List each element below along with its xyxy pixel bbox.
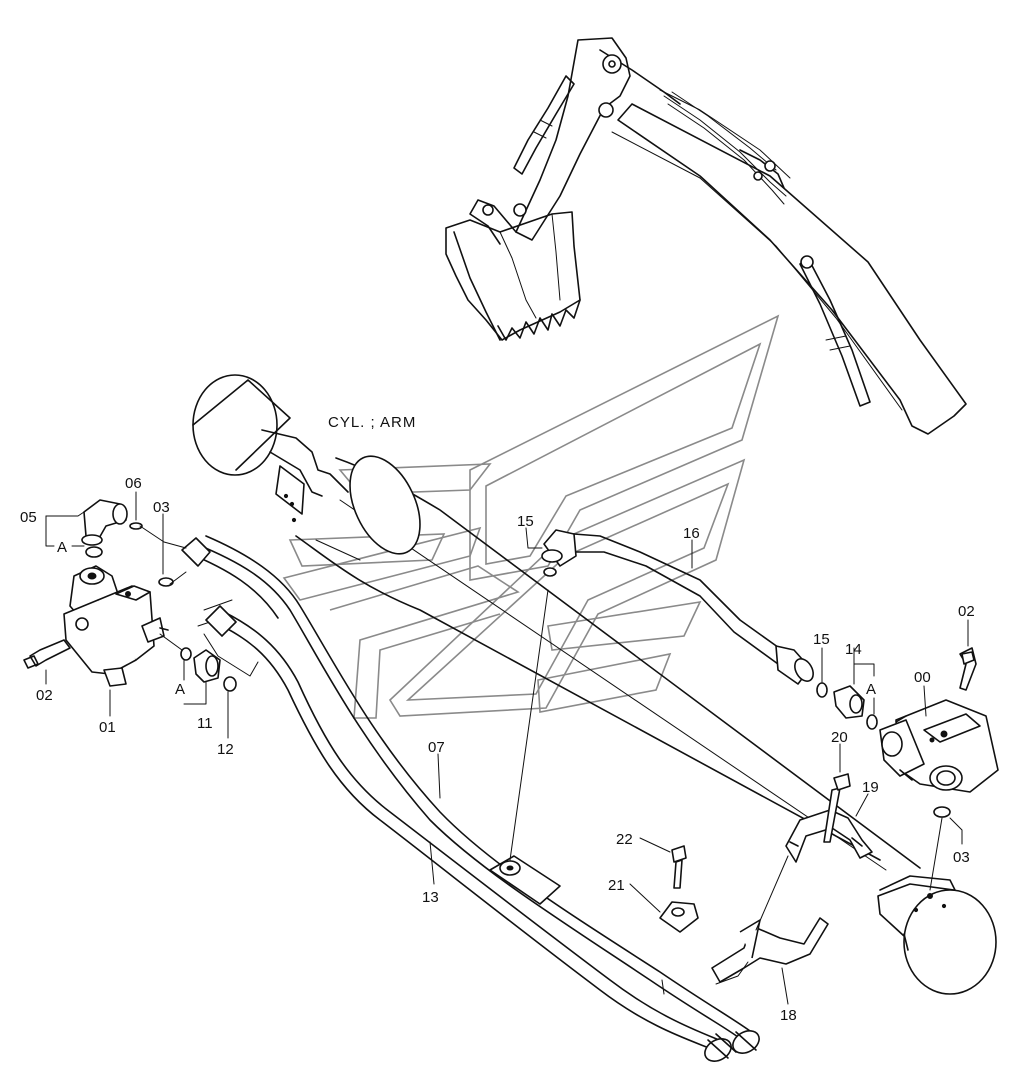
valve-00	[816, 647, 999, 891]
label-15-top: 15	[517, 513, 534, 530]
label-01: 01	[99, 719, 116, 736]
label-a-11: A	[175, 681, 185, 698]
clamp-group	[659, 773, 873, 985]
leader-lines	[45, 491, 969, 1005]
label-02-left: 02	[36, 687, 53, 704]
label-21: 21	[608, 877, 625, 894]
label-06: 06	[125, 475, 142, 492]
pipe-07-13-assembly	[181, 535, 760, 1062]
label-20: 20	[831, 729, 848, 746]
arm-cylinder	[192, 374, 997, 995]
label-a-05: A	[57, 539, 67, 556]
label-02-right: 02	[958, 603, 975, 620]
label-14: 14	[845, 641, 862, 658]
cylinder-label: CYL. ; ARM	[328, 414, 416, 431]
label-03-right: 03	[953, 849, 970, 866]
label-12: 12	[217, 741, 234, 758]
label-18: 18	[780, 1007, 797, 1024]
part-labels: CYL. ; ARM 05 A 06 03 02 01 A 11 12 07 1…	[20, 414, 975, 1024]
hose-16	[541, 529, 814, 685]
label-19: 19	[862, 779, 879, 796]
label-00: 00	[914, 669, 931, 686]
label-22: 22	[616, 831, 633, 848]
label-05: 05	[20, 509, 37, 526]
label-03-left: 03	[153, 499, 170, 516]
label-11: 11	[197, 715, 213, 732]
fitting-11-group	[159, 633, 237, 692]
label-15-mid: 15	[813, 631, 830, 648]
label-16: 16	[683, 525, 700, 542]
excavator-front-illustration	[445, 37, 967, 435]
elbow-05-group	[81, 499, 187, 587]
label-a-14: A	[866, 681, 876, 698]
label-13: 13	[422, 889, 439, 906]
valve-01	[23, 565, 169, 687]
label-07: 07	[428, 739, 445, 756]
